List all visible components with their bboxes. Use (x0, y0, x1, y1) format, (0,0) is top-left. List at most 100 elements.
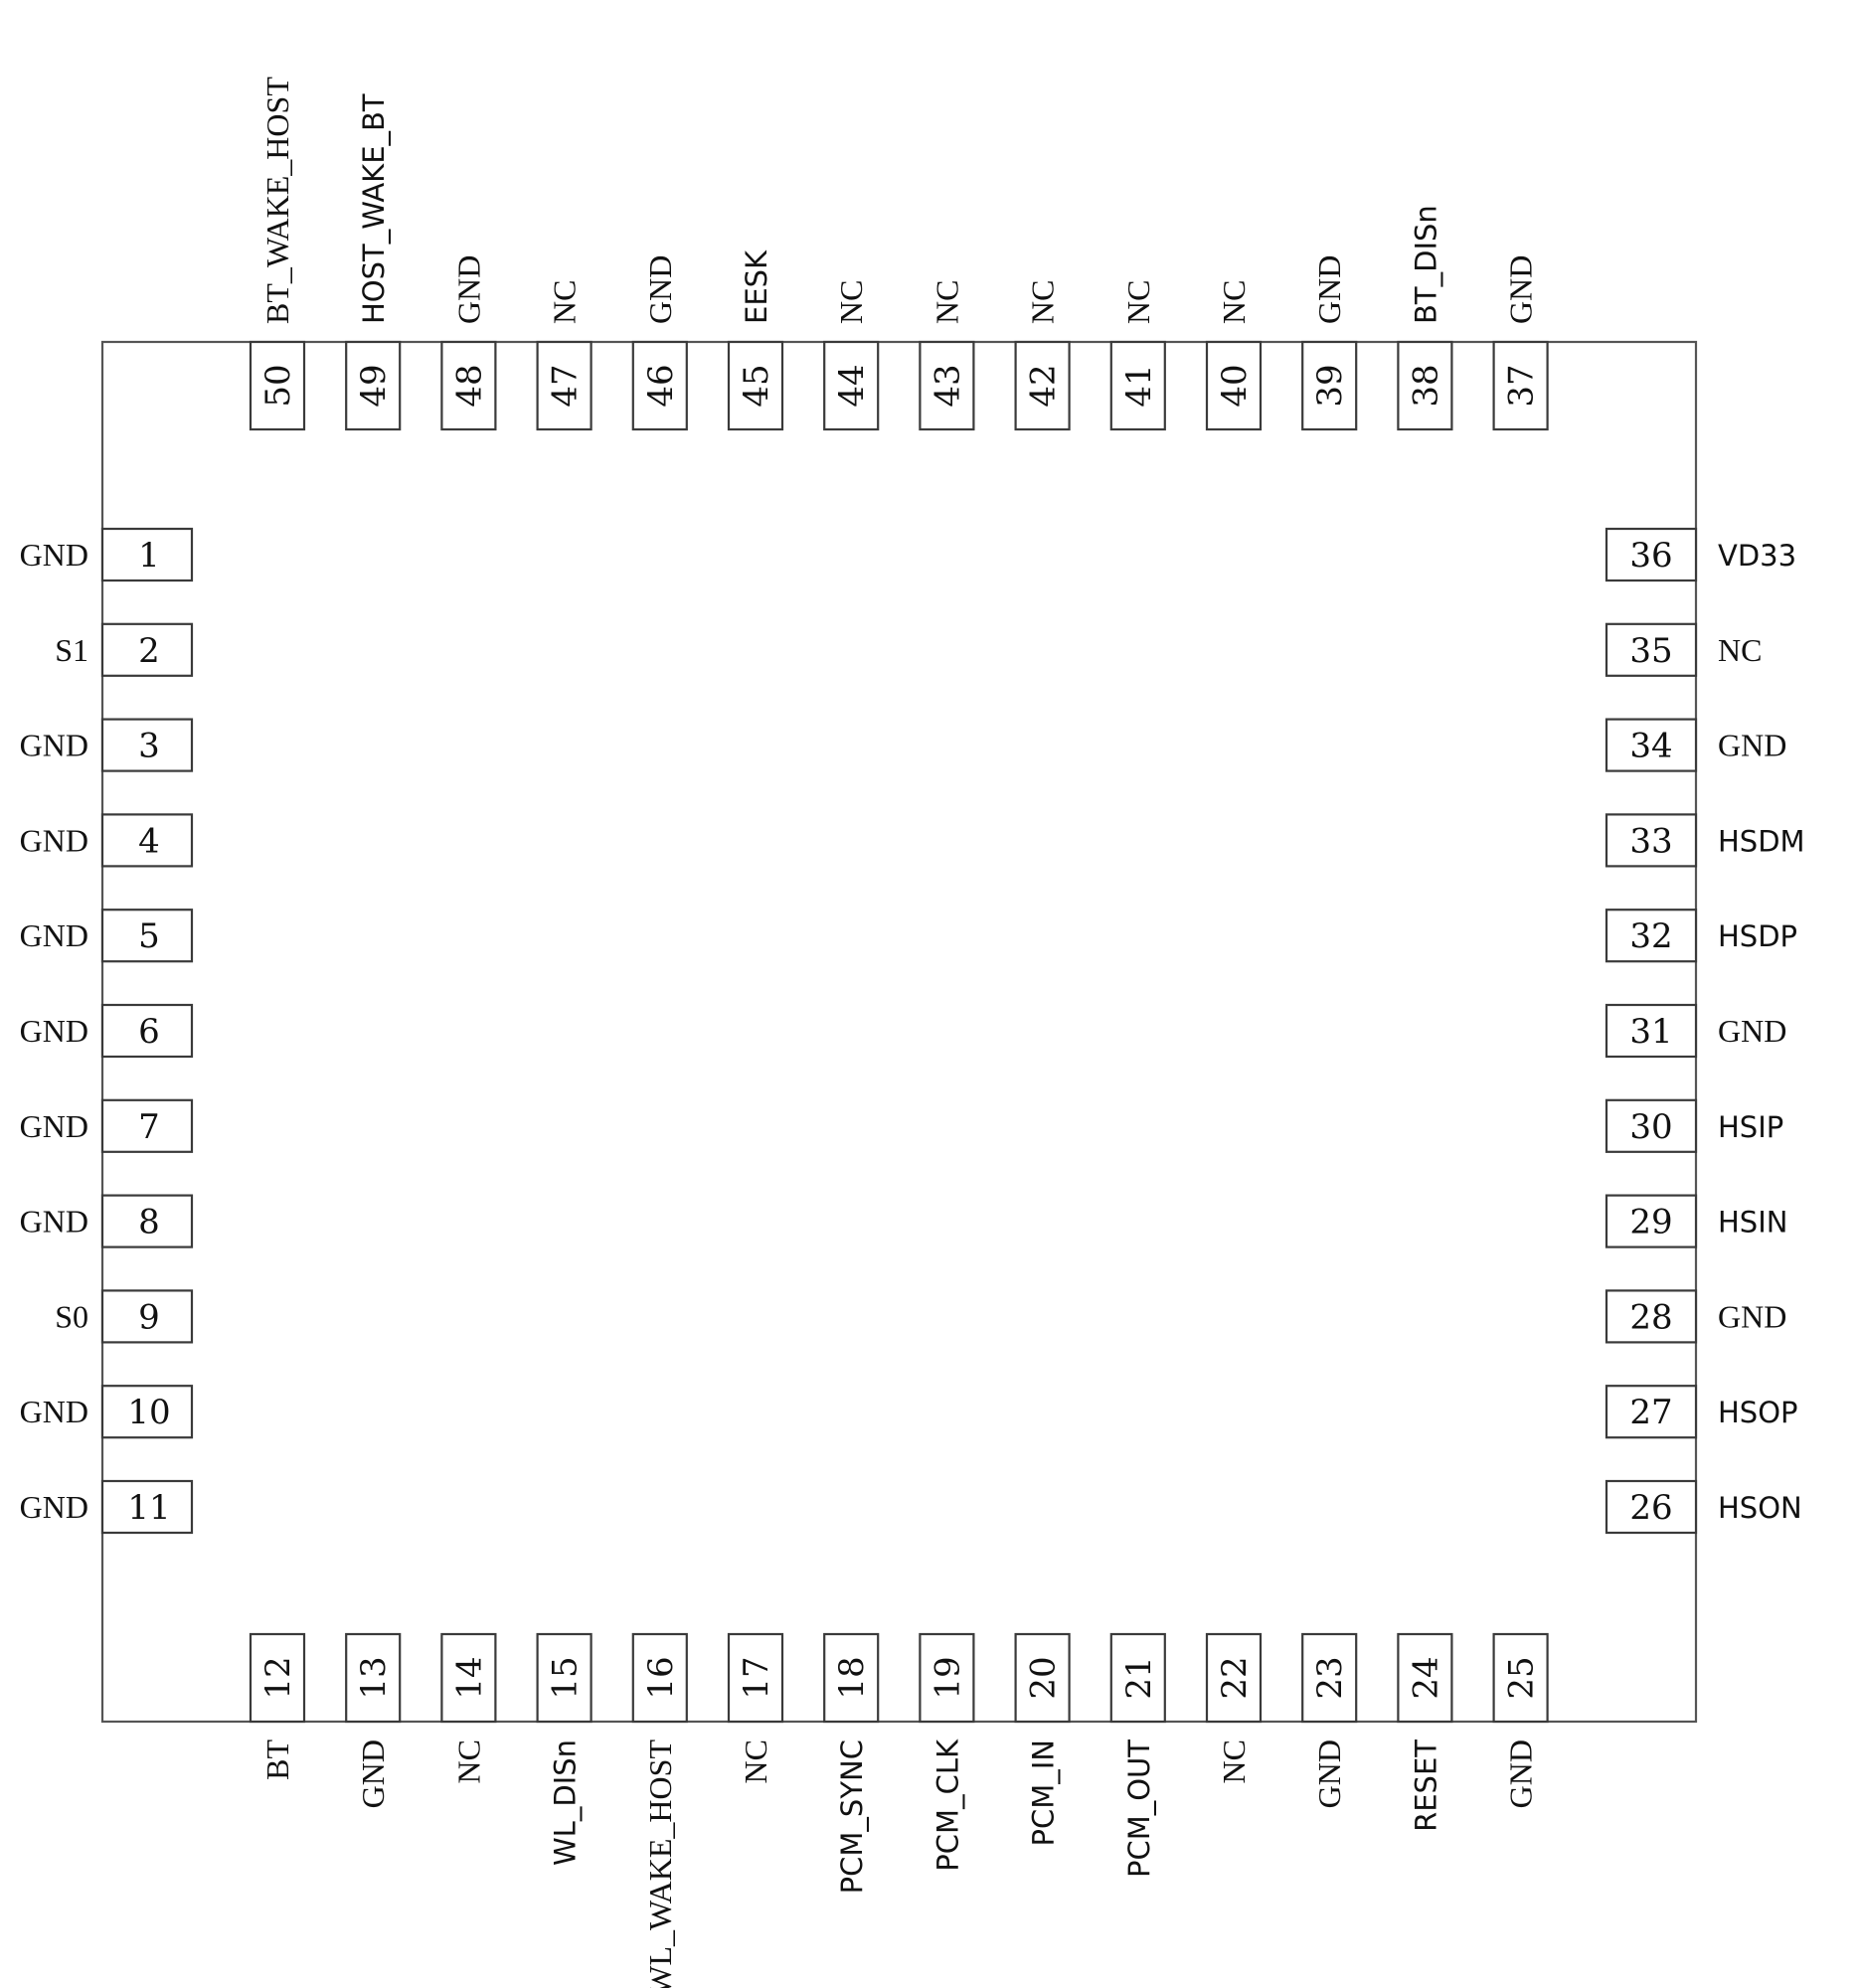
pin-number-36: 36 (1629, 536, 1672, 576)
pin-label-46: GND (642, 255, 678, 324)
pin-number-8: 8 (138, 1203, 160, 1242)
pin-number-2: 2 (138, 631, 160, 671)
pin-label-9: S0 (55, 1298, 88, 1334)
pin-pad-42 (1014, 340, 1071, 431)
pin-number-9: 9 (138, 1297, 160, 1337)
pin-number-50: 50 (258, 364, 298, 407)
pin-number-33: 33 (1629, 821, 1672, 861)
pin-label-50: BT_WAKE_HOST (259, 77, 295, 324)
pin-label-38: BT_DISn (1409, 205, 1442, 324)
pin-number-18: 18 (832, 1656, 872, 1699)
pin-label-34: GND (1718, 728, 1786, 763)
pin-number-15: 15 (546, 1656, 586, 1699)
pin-pad-31 (1605, 1003, 1698, 1059)
pin-number-10: 10 (127, 1393, 170, 1432)
pin-label-19: PCM_CLK (930, 1739, 964, 1872)
pin-pad-34 (1605, 718, 1698, 772)
pin-number-42: 42 (1024, 364, 1064, 407)
pin-label-45: EESK (740, 249, 773, 324)
pin-label-33: HSDM (1718, 824, 1805, 858)
pin-label-20: PCM_IN (1027, 1740, 1061, 1847)
pin-pad-1 (100, 527, 194, 582)
pin-pad-29 (1605, 1194, 1698, 1248)
pin-pad-9 (100, 1289, 194, 1344)
pin-pad-48 (440, 340, 497, 431)
pin-number-20: 20 (1024, 1656, 1064, 1699)
pin-label-8: GND (20, 1204, 88, 1240)
pin-pad-14 (440, 1632, 497, 1724)
pin-label-36: VD33 (1718, 539, 1796, 573)
pin-label-35: NC (1718, 632, 1762, 668)
pin-label-10: GND (20, 1394, 88, 1429)
pin-label-25: GND (1503, 1740, 1539, 1808)
pin-label-37: GND (1503, 255, 1539, 324)
pin-number-7: 7 (138, 1107, 160, 1147)
pin-pad-45 (727, 340, 784, 431)
pin-number-44: 44 (832, 364, 872, 407)
pin-pad-22 (1205, 1632, 1263, 1724)
pin-number-28: 28 (1629, 1297, 1672, 1337)
pin-number-31: 31 (1629, 1012, 1672, 1052)
pin-label-41: NC (1120, 280, 1156, 324)
pin-pad-32 (1605, 909, 1698, 963)
pin-number-48: 48 (449, 364, 489, 407)
pin-label-49: HOST_WAKE_BT (357, 93, 391, 324)
pin-number-6: 6 (138, 1012, 160, 1052)
pin-number-25: 25 (1502, 1656, 1542, 1699)
pin-label-15: WL_DISn (549, 1740, 583, 1866)
pin-number-12: 12 (258, 1656, 298, 1699)
pin-label-40: NC (1216, 280, 1252, 324)
pin-label-43: NC (929, 280, 964, 324)
pin-pad-5 (100, 909, 194, 963)
pin-label-7: GND (20, 1108, 88, 1144)
pin-label-17: NC (738, 1740, 773, 1783)
pin-number-46: 46 (641, 364, 681, 407)
pin-pad-18 (823, 1632, 880, 1724)
pin-pad-38 (1397, 340, 1453, 431)
pin-label-44: NC (833, 280, 869, 324)
pin-label-42: NC (1025, 280, 1061, 324)
pin-pad-2 (100, 622, 194, 677)
pin-number-24: 24 (1406, 1656, 1445, 1699)
pin-label-39: GND (1311, 255, 1347, 324)
pin-pad-6 (100, 1003, 194, 1059)
pin-number-1: 1 (138, 536, 160, 576)
pin-pad-50 (249, 340, 306, 431)
pin-pad-19 (919, 1632, 975, 1724)
pin-pad-49 (345, 340, 402, 431)
pin-pad-40 (1205, 340, 1263, 431)
pin-group: 50BT_WAKE_HOST49HOST_WAKE_BT48GND47NC46G… (20, 77, 1805, 1988)
pin-number-47: 47 (546, 364, 586, 407)
pin-pad-44 (823, 340, 880, 431)
pin-pad-8 (100, 1194, 194, 1248)
pin-number-38: 38 (1406, 364, 1445, 407)
pin-pad-33 (1605, 813, 1698, 868)
pin-pad-20 (1014, 1632, 1071, 1724)
pin-pad-27 (1605, 1385, 1698, 1439)
pin-pad-24 (1397, 1632, 1453, 1724)
pin-number-23: 23 (1310, 1656, 1350, 1699)
pin-pad-17 (727, 1632, 784, 1724)
pin-pad-21 (1109, 1632, 1166, 1724)
pin-pad-25 (1492, 1632, 1549, 1724)
pin-label-32: HSDP (1718, 919, 1797, 953)
pin-label-22: NC (1216, 1740, 1252, 1783)
pin-label-4: GND (20, 822, 88, 858)
pin-number-43: 43 (928, 364, 967, 407)
pin-pad-35 (1605, 622, 1698, 677)
pin-pad-4 (100, 813, 194, 868)
pin-label-29: HSIN (1718, 1206, 1787, 1240)
pin-label-6: GND (20, 1013, 88, 1049)
pin-number-26: 26 (1629, 1488, 1672, 1528)
pin-pad-23 (1301, 1632, 1358, 1724)
pin-pad-28 (1605, 1289, 1698, 1344)
pin-label-28: GND (1718, 1298, 1786, 1334)
pin-number-16: 16 (641, 1656, 681, 1699)
pin-label-1: GND (20, 537, 88, 573)
pin-number-49: 49 (354, 364, 394, 407)
pin-label-11: GND (20, 1489, 88, 1525)
pin-pad-13 (345, 1632, 402, 1724)
pin-number-4: 4 (138, 821, 160, 861)
pin-number-14: 14 (449, 1656, 489, 1699)
